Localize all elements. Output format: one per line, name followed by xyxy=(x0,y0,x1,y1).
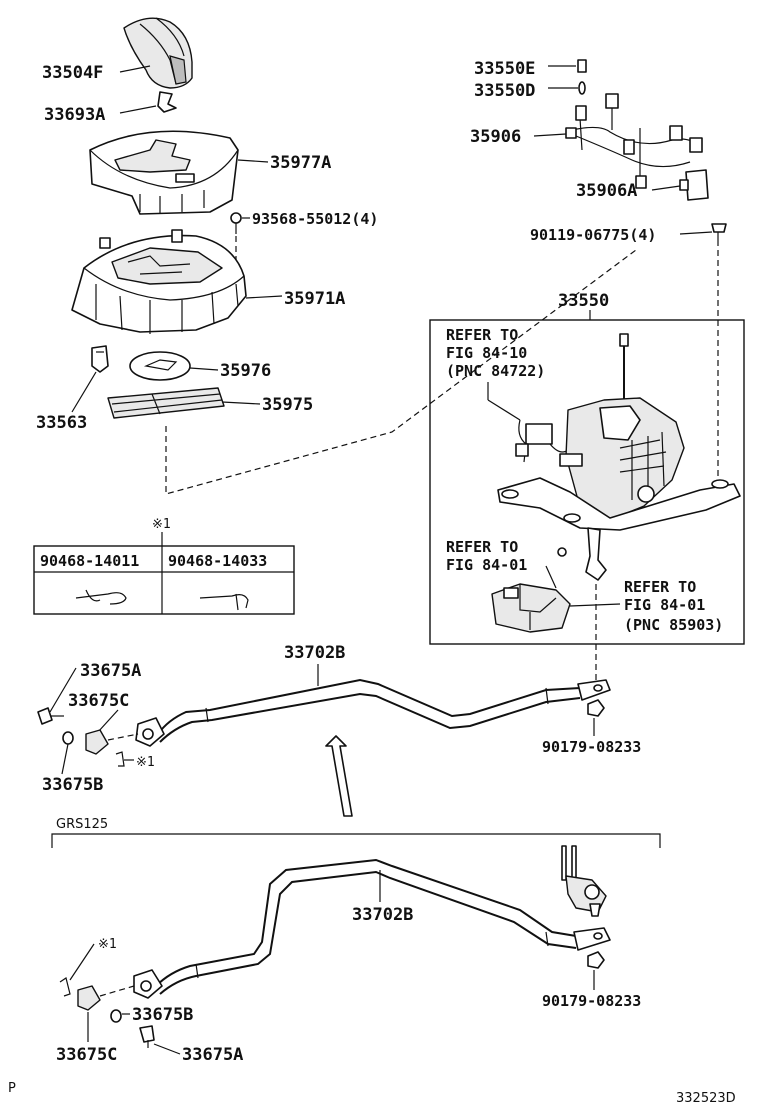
diagram-code: 332523D xyxy=(676,1091,736,1106)
lower-bolt-drawing xyxy=(139,1025,155,1048)
lower-bushing-drawing xyxy=(77,985,101,1011)
ref3-line3: (PNC 85903) xyxy=(624,616,723,634)
label-lower-nut: 90179-08233 xyxy=(542,992,641,1010)
upper-clip-mark: ※1 xyxy=(136,755,155,770)
cable-nut-drawing xyxy=(587,699,605,717)
slide-plate-drawing xyxy=(129,351,191,381)
upper-clip-drawing xyxy=(115,751,125,767)
knob-clip-drawing xyxy=(157,91,177,113)
indicator-housing-drawing xyxy=(71,229,247,334)
ref1-line2: FIG 84-10 xyxy=(446,344,527,362)
note-mark: ※1 xyxy=(152,517,171,532)
label-bushing-bolt: 33675A xyxy=(80,661,141,681)
slide-cover-drawing xyxy=(107,387,225,419)
variant-arrow xyxy=(325,735,353,817)
label-bulb: 33563 xyxy=(36,413,87,433)
ref2-line1: REFER TO xyxy=(446,538,518,556)
label-indicator-housing: 35971A xyxy=(284,289,345,309)
wire-harness-drawing xyxy=(565,93,703,189)
note-col1: 90468-14011 xyxy=(40,552,139,570)
label-lower-collar: 33675B xyxy=(132,1005,193,1025)
wire-connector-drawing xyxy=(679,169,709,201)
wire-clip-d-drawing xyxy=(578,81,586,95)
ref1-line3: (PNC 84722) xyxy=(446,362,545,380)
shift-cable-drawing xyxy=(135,678,611,747)
shift-knob-drawing xyxy=(123,17,193,89)
ref1-line1: REFER TO xyxy=(446,326,518,344)
label-knob-clip: 33693A xyxy=(44,105,105,125)
cover-screw-drawing xyxy=(230,212,242,234)
lower-clip-mark: ※1 xyxy=(98,937,117,952)
label-lower-bushing: 33675C xyxy=(56,1045,117,1065)
label-shift-cable: 33702B xyxy=(284,643,345,663)
lower-nut-drawing xyxy=(587,951,605,969)
bushing-bolt-drawing xyxy=(37,707,64,725)
label-slide-cover: 35975 xyxy=(262,395,313,415)
label-slide-plate: 35976 xyxy=(220,361,271,381)
label-wire-clip-d: 33550D xyxy=(474,81,535,101)
label-bushing-collar: 33675B xyxy=(42,775,103,795)
lever-assy-box xyxy=(429,319,745,645)
label-wire-connector: 35906A xyxy=(576,181,637,201)
bulb-drawing xyxy=(91,345,109,373)
label-lower-bolt: 33675A xyxy=(182,1045,243,1065)
label-knob: 33504F xyxy=(42,63,103,83)
corner-marker: P xyxy=(8,1081,16,1096)
clip-a-drawing xyxy=(75,589,127,605)
lower-clip-drawing xyxy=(59,977,71,997)
label-wire-clip-e: 33550E xyxy=(474,59,535,79)
lower-collar-drawing xyxy=(110,1009,122,1023)
label-wire-harness: 35906 xyxy=(470,127,521,147)
ref3-line1: REFER TO xyxy=(624,578,696,596)
shift-cover-drawing xyxy=(89,130,239,215)
label-shift-cover: 35977A xyxy=(270,153,331,173)
lower-cable-drawing xyxy=(133,845,611,999)
variant-label: GRS125 xyxy=(56,817,108,832)
label-cover-screw: 93568-55012(4) xyxy=(252,210,378,228)
note-col2: 90468-14033 xyxy=(168,552,267,570)
lever-bolt-drawing xyxy=(711,223,727,246)
ref2-line2: FIG 84-01 xyxy=(446,556,527,574)
label-cable-nut: 90179-08233 xyxy=(542,738,641,756)
bushing-collar-drawing xyxy=(62,731,74,745)
label-shift-lever-assy: 33550 xyxy=(558,291,609,311)
wire-clip-e-drawing xyxy=(577,59,587,73)
label-bushing: 33675C xyxy=(68,691,129,711)
label-lever-bolt: 90119-06775(4) xyxy=(530,226,656,244)
shift-lever-assy-drawing xyxy=(491,333,741,633)
ref3-line2: FIG 84-01 xyxy=(624,596,705,614)
clip-b-drawing xyxy=(199,593,249,611)
variant-bracket xyxy=(51,833,661,848)
bushing-drawing xyxy=(85,729,109,755)
label-lower-cable: 33702B xyxy=(352,905,413,925)
note-table xyxy=(33,545,295,615)
